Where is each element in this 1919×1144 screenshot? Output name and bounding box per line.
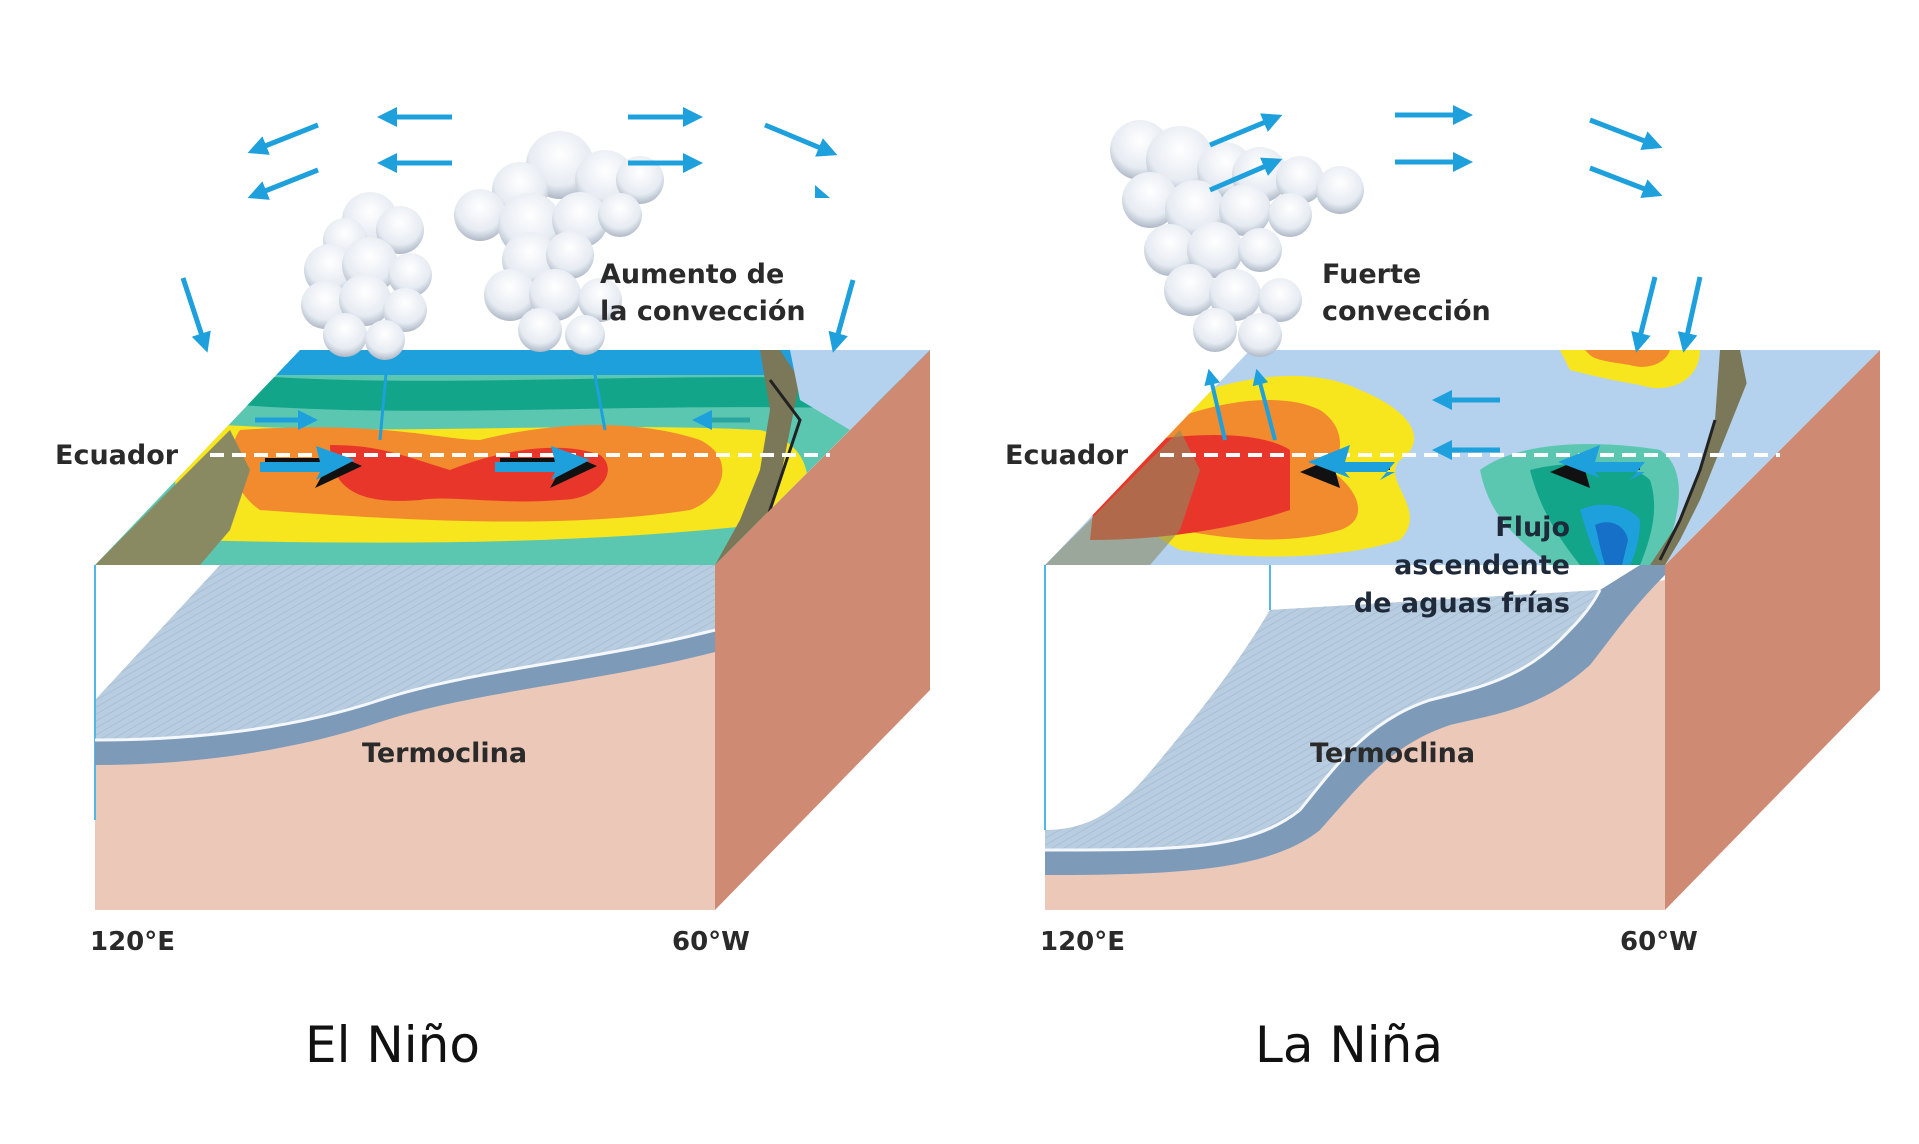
convection-label: convección bbox=[1322, 296, 1491, 327]
thermocline-label: Termoclina bbox=[362, 738, 527, 769]
equator-label: Ecuador bbox=[1005, 440, 1129, 471]
cloud-icon bbox=[1110, 120, 1364, 357]
convection-label: Aumento de bbox=[600, 259, 784, 290]
upper-water-layer bbox=[95, 565, 715, 740]
sst-map bbox=[1045, 350, 1880, 565]
box-side-face bbox=[715, 350, 930, 910]
longitude-label-left: 120°E bbox=[90, 927, 175, 957]
cloud-icon bbox=[301, 192, 432, 360]
current-arrow-west bbox=[1550, 445, 1645, 488]
wind-arrows bbox=[1209, 105, 1703, 353]
convection-label: la convección bbox=[600, 296, 806, 327]
current-arrow-east bbox=[260, 446, 362, 488]
current-arrow-east bbox=[495, 446, 597, 488]
box-side-face bbox=[1665, 350, 1880, 910]
convection-label: Fuerte bbox=[1322, 259, 1421, 290]
upwelling-label: ascendente bbox=[1394, 550, 1570, 581]
equator-label: Ecuador bbox=[55, 440, 179, 471]
left-air-gap bbox=[95, 565, 220, 700]
upwelling-label: de aguas frías bbox=[1354, 588, 1570, 619]
sst-map bbox=[95, 350, 930, 565]
thermocline-band bbox=[1045, 565, 1665, 875]
thermocline-label: Termoclina bbox=[1310, 738, 1475, 769]
longitude-label-left: 120°E bbox=[1040, 927, 1125, 957]
la-nina-panel: Ecuador Fuerte convección Flujo ascenden… bbox=[1005, 105, 1880, 1074]
current-arrow-west bbox=[1300, 445, 1395, 488]
el-nino-panel: Ecuador Aumento de la convección Termocl… bbox=[55, 107, 930, 1074]
longitude-label-right: 60°W bbox=[1620, 927, 1698, 957]
longitude-label-right: 60°W bbox=[672, 927, 750, 957]
cloud-icon bbox=[454, 131, 664, 355]
panel-title: El Niño bbox=[305, 1016, 480, 1074]
upwelling-label: Flujo bbox=[1495, 512, 1570, 543]
panel-title: La Niña bbox=[1255, 1016, 1443, 1074]
wind-arrows bbox=[180, 107, 856, 353]
